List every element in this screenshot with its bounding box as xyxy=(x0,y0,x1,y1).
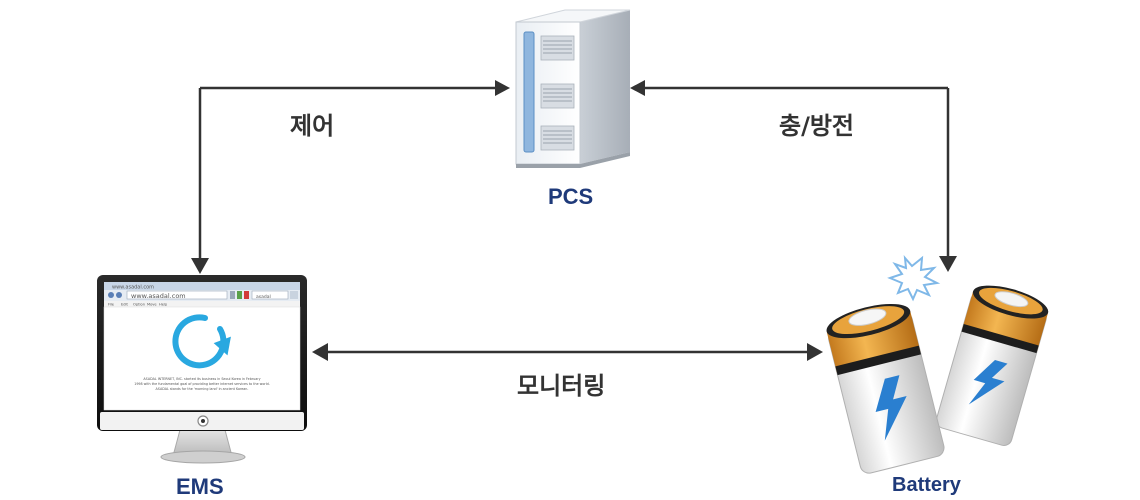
server-icon xyxy=(515,9,631,168)
browser-menu-item: Move xyxy=(147,303,157,307)
spark-icon xyxy=(887,254,941,302)
browser-window: www.asadal.com www.asadal.com asadal Fil… xyxy=(103,282,301,411)
browser-body-line: 1998 with the fundamental goal of provid… xyxy=(134,382,270,386)
arrow-monitoring xyxy=(312,343,823,361)
browser-menu: File Edit Option Move Help xyxy=(108,303,168,307)
browser-body-line: ASADAL stands for the 'morning land' in … xyxy=(156,387,249,391)
browser-menu-item: File xyxy=(108,303,115,307)
node-label-pcs: PCS xyxy=(548,184,594,209)
monitor-icon: www.asadal.com www.asadal.com asadal Fil… xyxy=(97,275,307,464)
browser-search-text: asadal xyxy=(256,294,271,300)
browser-menu-item: Edit xyxy=(121,303,129,307)
arrow-control xyxy=(191,80,510,274)
browser-menu-item: Help xyxy=(159,303,168,307)
node-label-battery: Battery xyxy=(892,474,961,496)
battery-icon xyxy=(826,254,1049,474)
edge-label-charge-discharge: 충/방전 xyxy=(779,112,855,140)
browser-body-text: ASADAL INTERNET, INC. started its busine… xyxy=(134,377,270,391)
edge-label-control: 제어 xyxy=(290,112,335,140)
node-label-ems: EMS xyxy=(176,474,224,499)
browser-menu-item: Option xyxy=(133,303,145,307)
browser-tab-text: www.asadal.com xyxy=(112,285,154,291)
browser-url: www.asadal.com xyxy=(131,292,186,300)
refresh-icon xyxy=(172,314,231,369)
browser-body-line: ASADAL INTERNET, INC. started its busine… xyxy=(143,377,260,381)
arrow-charge-discharge xyxy=(630,80,957,272)
edge-label-monitoring: 모니터링 xyxy=(517,372,606,400)
